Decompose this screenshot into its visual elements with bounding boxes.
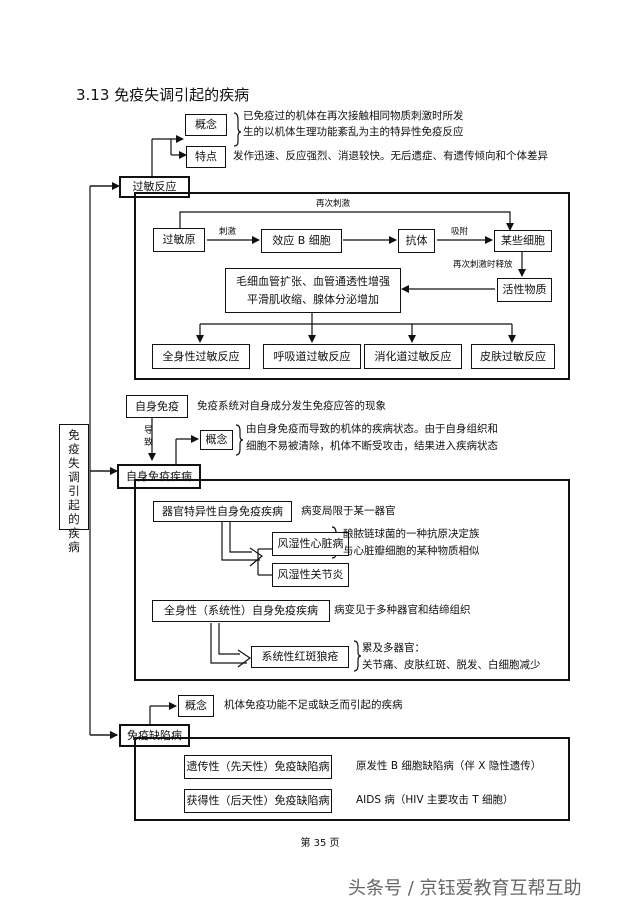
- effector-b-box: 效应 B 细胞: [261, 229, 342, 253]
- root-text: 免疫失调引起的疾病: [68, 428, 80, 554]
- sle-box: 系统性红斑狼疮: [251, 646, 349, 668]
- page-number: 第 35 页: [300, 838, 340, 849]
- adsorb-label: 吸附: [451, 227, 469, 237]
- autoimmune-concept-text-1: 由自身免疫而导致的机体的疾病状态。由于自身组织和: [246, 423, 498, 435]
- page-title: 3.13 免疫失调引起的疾病: [76, 86, 250, 104]
- immunodeficiency-concept-text: 机体免疫功能不足或缺乏而引起的疾病: [224, 699, 403, 711]
- outcome-digestive: 消化道过敏反应: [364, 344, 462, 369]
- rheumatic-arthritis-box: 风湿性关节炎: [272, 563, 349, 587]
- allergy-concept-text-2: 生的以机体生理功能紊乱为主的特异性免疫反应: [243, 126, 464, 138]
- immunodeficiency-concept-label: 概念: [178, 695, 214, 717]
- self-immunity-box: 自身免疫: [126, 395, 188, 418]
- self-immunity-text: 免疫系统对自身成分发生免疫应答的现象: [197, 400, 386, 412]
- congenital-text: 原发性 B 细胞缺陷病（伴 X 隐性遗传）: [356, 760, 542, 772]
- lead-to-label: 导致: [144, 426, 154, 448]
- active-substance-box: 活性物质: [497, 278, 552, 302]
- sle-text-1: 累及多器官：: [362, 642, 425, 654]
- rheumatic-heart-box: 风湿性心脏病: [272, 532, 349, 556]
- systemic-text: 病变见于多种器官和结缔组织: [334, 604, 471, 616]
- autoimmune-panel: [134, 479, 570, 681]
- rheumatic-text-1: 酿脓链球菌的一种抗原决定族: [343, 528, 480, 540]
- allergy-feature-text: 发作迅速、反应强烈、消退较快。无后遗症、有遗传倾向和个体差异: [233, 150, 548, 162]
- antibody-box: 抗体: [398, 229, 435, 253]
- acquired-text: AIDS 病（HIV 主要攻击 T 细胞）: [356, 794, 514, 806]
- immunodeficiency-panel: [134, 737, 570, 821]
- release-label: 再次刺激时释放: [453, 260, 513, 270]
- allergy-concept-text-1: 已免疫过的机体在再次接触相同物质刺激时所发: [243, 110, 464, 122]
- systemic-box: 全身性（系统性）自身免疫疾病: [152, 600, 330, 622]
- stimulate-label: 刺激: [219, 227, 237, 237]
- autoimmune-node: 自身免疫疾病: [117, 464, 201, 489]
- autoimmune-concept-text-2: 细胞不易被清除，机体不断受攻击，结果进入疾病状态: [246, 440, 498, 452]
- congenital-box: 遗传性（先天性）免疫缺陷病: [184, 755, 332, 779]
- effect-line-2: 平滑肌收缩、腺体分泌增加: [247, 292, 379, 306]
- sle-text-2: 关节痛、皮肤红斑、脱发、白细胞减少: [362, 659, 541, 671]
- outcome-skin: 皮肤过敏反应: [471, 344, 555, 369]
- allergy-concept-label: 概念: [185, 114, 227, 136]
- allergy-panel: [134, 192, 570, 380]
- outcome-respiratory: 呼吸道过敏反应: [263, 344, 361, 369]
- allergy-feature-label: 特点: [186, 146, 226, 168]
- certain-cells-box: 某些细胞: [494, 230, 552, 252]
- root-label: 免疫失调引起的疾病: [59, 424, 89, 554]
- organ-specific-text: 病变局限于某一器官: [301, 505, 396, 517]
- rheumatic-text-2: 与心脏瓣细胞的某种物质相似: [343, 545, 480, 557]
- watermark: 头条号 / 京钰爱教育互帮互助: [348, 878, 582, 899]
- effects-box: 毛细血管扩张、血管通透性增强 平滑肌收缩、腺体分泌增加: [225, 268, 401, 313]
- organ-specific-box: 器官特异性自身免疫疾病: [153, 501, 292, 522]
- acquired-box: 获得性（后天性）免疫缺陷病: [184, 789, 332, 813]
- autoimmune-concept-label: 概念: [200, 430, 233, 450]
- effect-line-1: 毛细血管扩张、血管通透性增强: [236, 275, 390, 289]
- outcome-systemic: 全身性过敏反应: [152, 344, 250, 369]
- allergen-box: 过敏原: [153, 228, 205, 252]
- restimulate-label: 再次刺激: [316, 199, 351, 209]
